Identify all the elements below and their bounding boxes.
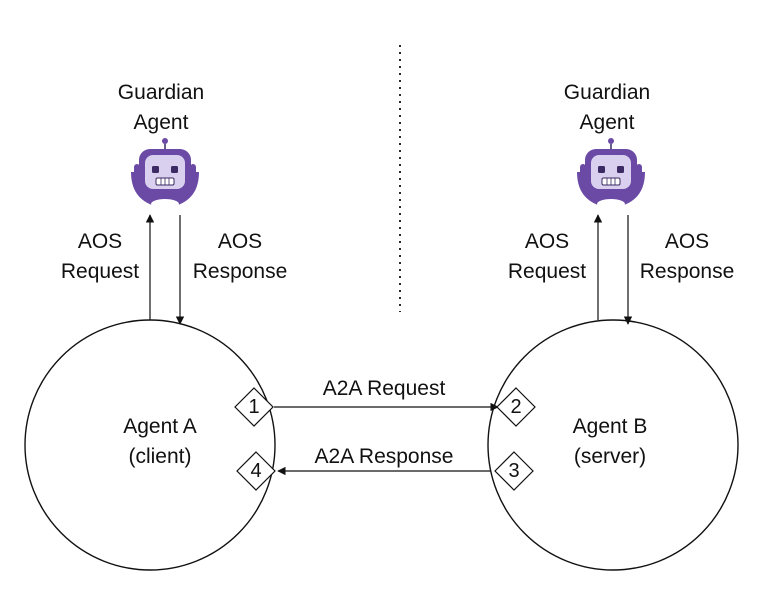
aos-request-label-right: AOS Request xyxy=(508,227,586,287)
step-1-number: 1 xyxy=(248,396,260,418)
step-4-number: 4 xyxy=(250,460,262,482)
agent-b-role: (server) xyxy=(573,445,647,468)
step-1-diamond xyxy=(234,387,274,427)
guardian-label-line1: Guardian xyxy=(117,81,205,104)
step-4-diamond xyxy=(236,451,276,491)
agent-b-circle xyxy=(487,319,739,571)
agent-a-role: (client) xyxy=(128,445,192,468)
agent-a-name: Agent A xyxy=(123,415,197,438)
aos-request-line2: Request xyxy=(507,260,587,283)
aos-request-line2: Request xyxy=(60,260,140,283)
aos-request-label-left: AOS Request xyxy=(61,227,139,287)
guardian-label-left: Guardian Agent xyxy=(118,78,204,138)
robot-icon xyxy=(131,138,199,209)
a2a-request-label: A2A Request xyxy=(322,377,446,400)
a2a-response-label: A2A Response xyxy=(314,445,454,468)
robot-icon xyxy=(577,138,645,209)
guardian-label-line1: Guardian xyxy=(563,81,651,104)
agent-b-label: Agent B (server) xyxy=(573,412,648,472)
aos-response-label-left: AOS Response xyxy=(193,227,288,287)
guardian-label-right: Guardian Agent xyxy=(564,78,650,138)
agent-a-label: Agent A (client) xyxy=(123,412,197,472)
step-3-diamond xyxy=(494,451,534,491)
aos-response-label-right: AOS Response xyxy=(640,227,735,287)
aos-request-line1: AOS xyxy=(524,230,570,253)
step-2-diamond xyxy=(496,387,536,427)
aos-request-line1: AOS xyxy=(77,230,123,253)
aos-response-line2: Response xyxy=(192,260,288,283)
agent-b-name: Agent B xyxy=(572,415,648,438)
aos-response-line1: AOS xyxy=(664,230,710,253)
step-3-number: 3 xyxy=(508,460,520,482)
aos-response-line1: AOS xyxy=(217,230,263,253)
guardian-label-line2: Agent xyxy=(579,111,635,134)
step-2-number: 2 xyxy=(510,396,522,418)
guardian-label-line2: Agent xyxy=(133,111,189,134)
aos-response-line2: Response xyxy=(639,260,735,283)
